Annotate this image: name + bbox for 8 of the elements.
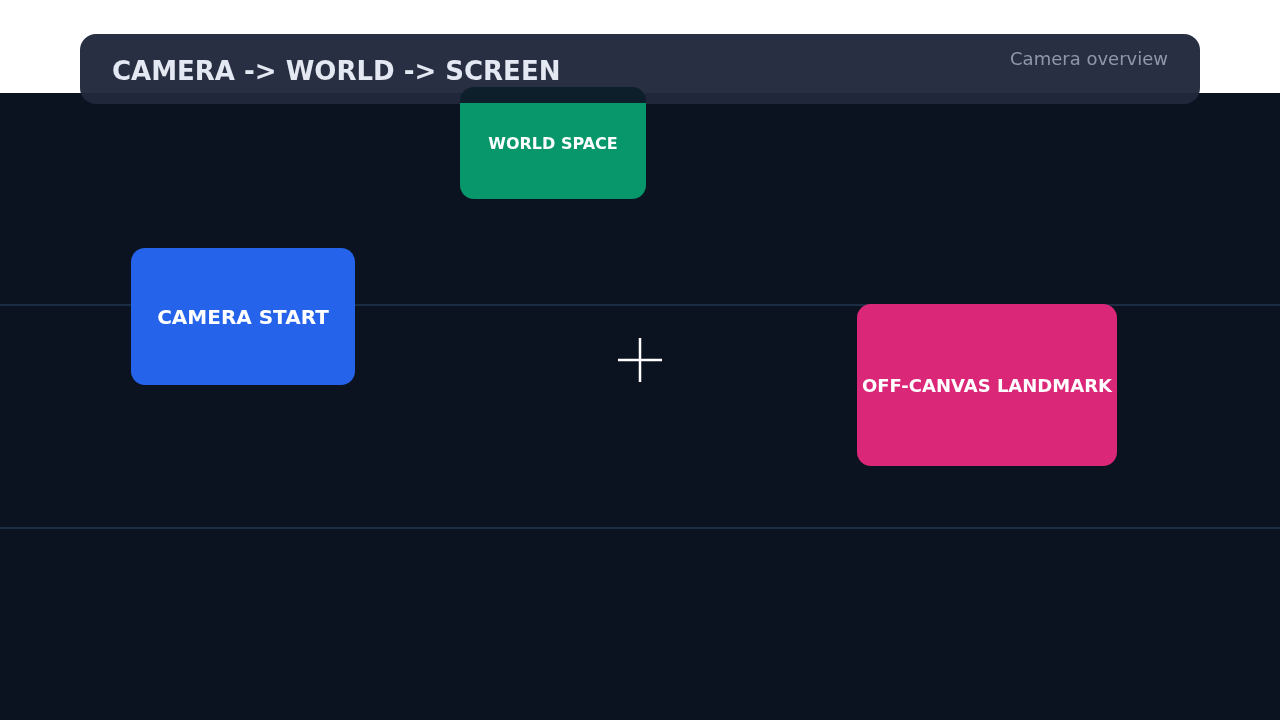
- title: CAMERA -> WORLD -> SCREEN: [112, 56, 561, 86]
- node-box: [857, 304, 1117, 466]
- node-label: OFF-CANVAS LANDMARK: [862, 374, 1112, 396]
- node-label: WORLD SPACE: [488, 133, 618, 153]
- node-box: [131, 248, 355, 385]
- node-label: CAMERA START: [157, 304, 329, 329]
- subtitle-label: Camera overview: [1010, 48, 1168, 69]
- node-box: [460, 87, 646, 199]
